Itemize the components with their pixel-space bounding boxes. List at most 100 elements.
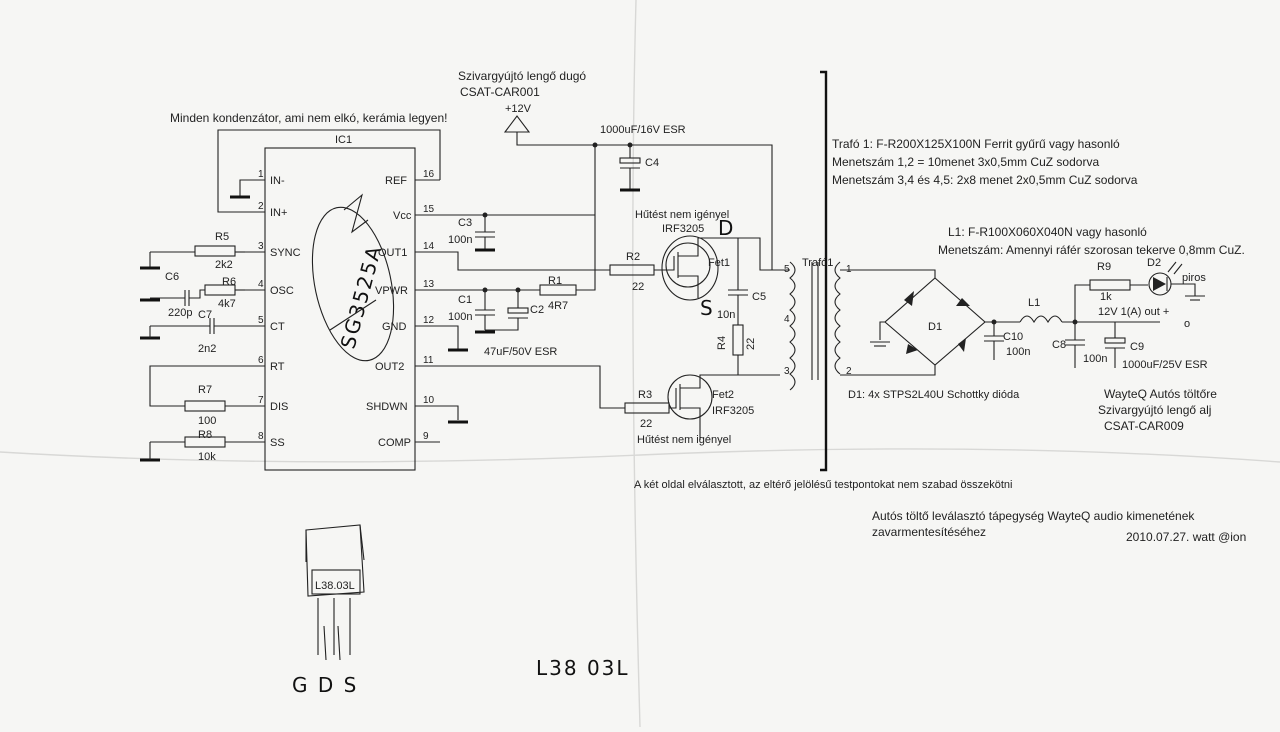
supply-terminal [503,115,531,133]
r7-label: R7 [198,384,212,396]
ic-left-pins: 1 IN- 2 IN+ 3 SYNC 4 OSC 5 CT 6 RT 7 DIS… [245,169,301,449]
r2-value: 22 [632,281,644,293]
heatsink-note-1: Hűtést nem igényel [635,209,729,221]
c5-label: C5 [752,291,766,303]
pinout-gds: G D S [292,673,358,697]
c5-value: 10n [717,309,735,321]
footer-line-1: Autós töltő leválasztó tápegység WayteQ … [872,509,1195,523]
chip-marking: L38.03L [315,580,355,592]
ref-feedback-wire [217,129,441,213]
handwritten-chip-sketch: L38.03L [305,524,365,661]
pin-number: 4 [258,279,264,290]
c6-value: 220p [168,307,192,319]
r9-label: R9 [1097,261,1111,273]
transformer-spec: Trafó 1: F-R200X125X100N Ferrit gyűrű va… [832,137,1120,151]
r8-label: R8 [198,429,212,441]
pin-number: 10 [423,395,435,406]
resistor-r4 [732,324,744,356]
d1-label: D1 [928,321,942,333]
ic-body [264,147,416,471]
pin-number: 7 [258,395,264,406]
c6-label: C6 [165,271,179,283]
socket-code: CSAT-CAR009 [1104,419,1184,433]
c9-label: C9 [1130,341,1144,353]
pin-name: GND [382,321,407,333]
c8-label: C8 [1052,339,1066,351]
pin-number: 8 [258,431,264,442]
r1-label: R1 [548,275,562,287]
socket-title: Szivargyújtó lengő alj [1098,403,1211,417]
output-minus-terminal: o [1184,318,1190,330]
c1-c2-value: 47uF/50V ESR [484,346,557,358]
pin-name: IN+ [270,207,287,219]
pin-name: OSC [270,285,294,297]
paper-fold-horizontal [0,448,1280,463]
pin-number: 2 [258,201,264,212]
r5-value: 2k2 [215,259,233,271]
footer-line-2: zavarmentesítéséhez [872,525,986,539]
pin-name: DIS [270,401,288,413]
resistor-r7 [184,400,226,412]
winding-pin-3: 3 [784,366,790,377]
r4-value: 22 [745,338,757,350]
c1-value: 100n [448,311,472,323]
c4-value: 1000uF/16V ESR [600,124,686,136]
paper-fold-vertical [632,0,641,728]
inductor-l1 [1019,315,1063,324]
wayteq-note: WayteQ Autós töltőre [1104,387,1217,401]
c9-value: 1000uF/25V ESR [1122,359,1208,371]
c10-value: 100n [1006,346,1030,358]
handwritten-d: D [718,216,735,240]
transformer-primary [789,261,796,391]
mosfet-fet2 [667,374,780,440]
r2-label: R2 [626,251,640,263]
pin-name: Vcc [393,210,412,222]
r9-value: 1k [1100,291,1112,303]
transformer-secondary [834,261,841,375]
handwritten-circle [661,235,719,301]
handwritten-part-code: L38 03L [536,656,630,680]
pin-number: 12 [423,315,435,326]
fet1-label: Fet1 [708,257,730,269]
r4-label: R4 [716,336,728,350]
pin-name: OUT1 [378,247,407,259]
c3-label: C3 [458,217,472,229]
ic-ref: IC1 [335,134,352,146]
plug-title: Szivargyújtó lengő dugó [458,69,586,83]
pin-number: 3 [258,241,264,252]
pin-name: VPWR [375,285,408,297]
pin-number: 1 [258,169,264,180]
l1-label: L1 [1028,297,1040,309]
pin-name: REF [385,175,407,187]
pin-number: 6 [258,355,264,366]
pin-name: IN- [270,175,285,187]
led-color: piros [1182,272,1206,284]
r5-label: R5 [215,231,229,243]
pin-name: COMP [378,437,411,449]
inductor-turns: Menetszám: Amennyi ráfér szorosan tekerv… [938,243,1245,257]
r3-value: 22 [640,418,652,430]
c7-label: C7 [198,309,212,321]
r6-label: R6 [222,276,236,288]
bridge-rectifier-d1 [884,277,986,366]
c1-label: C1 [458,294,472,306]
c7-value: 2n2 [198,343,216,355]
r6-value: 4k7 [218,298,236,310]
r3-label: R3 [638,389,652,401]
supply-voltage: +12V [505,103,532,115]
c8-value: 100n [1083,353,1107,365]
transformer-label: Trafó1 [802,257,833,269]
pin-name: SHDWN [366,401,408,413]
winding-1-2: Menetszám 1,2 = 10menet 3x0,5mm CuZ sodo… [832,155,1099,169]
output-voltage: 12V 1(A) out + [1098,306,1169,318]
pin-name: SYNC [270,247,301,259]
winding-pin-2: 2 [846,366,852,377]
d2-label: D2 [1147,257,1161,269]
pin-name: RT [270,361,285,373]
isolation-barrier [820,70,828,472]
c3-value: 100n [448,234,472,246]
r1-value: 4R7 [548,300,568,312]
r7-value: 100 [198,415,216,427]
